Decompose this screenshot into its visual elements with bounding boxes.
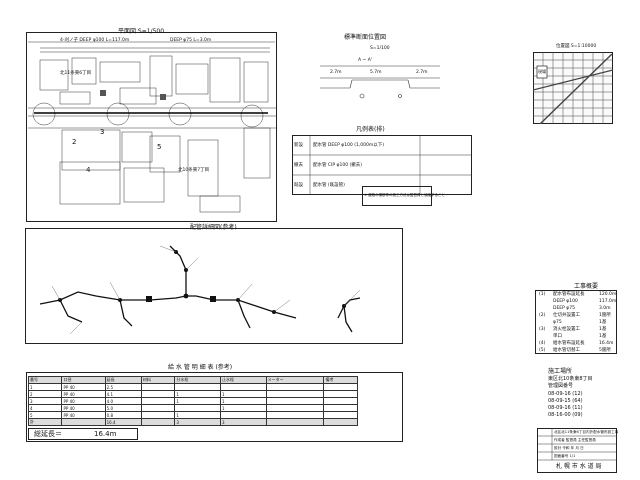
- legend-row-3-key: 既設: [294, 183, 303, 188]
- plan-dim-top: 4-刈ノ子 DEEP φ100 L=117.0m: [60, 38, 130, 43]
- summary-qty: 1基: [599, 334, 607, 339]
- cell: [140, 418, 176, 426]
- summary-item: φ75: [553, 320, 562, 325]
- legend-row-1-key: 新設: [294, 143, 303, 148]
- block-number-3: 3: [100, 128, 105, 136]
- summary-no: (4): [539, 341, 546, 346]
- summary-row: DEEP φ75 3.0m: [537, 306, 617, 312]
- section-dim-3: 2.7m: [416, 70, 428, 75]
- management-code-title: 管理図番号: [548, 383, 574, 389]
- section-dim-2: 5.7m: [370, 70, 382, 75]
- summary-no: (2): [539, 313, 546, 318]
- management-code-3: 08-09-16 (11): [548, 405, 583, 411]
- summary-item: DEEP φ75: [553, 306, 575, 311]
- summary-qty: 1基: [599, 327, 607, 332]
- summary-qty: 1基: [599, 320, 607, 325]
- title-block-row-1: 作成者 監督員 主任監督員: [554, 438, 596, 442]
- section-label: A ~ A': [358, 58, 373, 63]
- summary-row: (2) 仕切弁設置工 1箇所: [537, 313, 617, 319]
- summary-row: (5) 給水管切替工 5箇所: [537, 348, 617, 354]
- summary-qty: 120.0m: [599, 292, 617, 297]
- legend-table: [292, 135, 472, 195]
- plan-note-1: 北11条東6丁目: [60, 71, 92, 76]
- legend-title: 凡例表(排): [356, 126, 385, 133]
- summary-row: (4) 給水管布設延長 16.4m: [537, 341, 617, 347]
- summary-table: [535, 290, 617, 354]
- summary-row: 単口 1基: [537, 334, 617, 340]
- summary-qty: 16.4m: [599, 341, 614, 346]
- summary-row: (1) 配水管布設延長 120.0m: [537, 292, 617, 298]
- legend-note-box: [362, 186, 432, 206]
- cell: [323, 418, 358, 426]
- section-scale: S=1/100: [370, 46, 390, 51]
- work-location-title: 施工場所: [548, 368, 573, 375]
- summary-item: DEEP φ100: [553, 299, 578, 304]
- work-location-address: 東区北10条東8丁目: [548, 376, 593, 382]
- management-code-2: 08-09-15 (64): [548, 398, 583, 404]
- location-map-mark: 現場: [538, 69, 546, 74]
- summary-item: 給水管布設延長: [553, 341, 585, 346]
- plan-view-frame: [26, 32, 277, 222]
- cell: 計: [27, 418, 63, 426]
- title-block-row-3: 図面番号 1/1: [554, 454, 576, 458]
- total-length-box: [28, 428, 138, 440]
- summary-item: 給水管切替工: [553, 348, 580, 353]
- summary-qty: 1箇所: [599, 313, 611, 318]
- management-code-4: 08-16-00 (09): [548, 412, 583, 418]
- summary-no: (5): [539, 348, 546, 353]
- total-length-label: 総延長＝: [34, 430, 62, 438]
- summary-no: (1): [539, 292, 546, 297]
- legend-note: ※ 道路の横断等の施工方法は監督員と協議すること: [364, 193, 446, 197]
- title-block-row-2: 設計 令和 年 月 日: [554, 446, 584, 450]
- management-code-1: 08-09-16 (12): [548, 391, 583, 397]
- location-map-title: 位置図 S=1:10000: [556, 44, 597, 49]
- legend-row-1-value: 配水管 DEEP φ100 (1,000m以下): [313, 143, 384, 148]
- title-block: [537, 428, 617, 473]
- legend-row-2-key: 撤去: [294, 163, 303, 168]
- summary-item: 仕切弁設置工: [553, 313, 580, 318]
- section-title: 標準断面位置図: [344, 34, 387, 41]
- block-number-5: 5: [157, 143, 162, 151]
- section-dim-1: 2.7m: [330, 70, 342, 75]
- summary-item: 消火栓設置工: [553, 327, 580, 332]
- plan-title: 平面図 S=1/500: [118, 28, 165, 35]
- diagram-title: 配管詳細図(参考): [190, 224, 237, 231]
- summary-qty: 5箇所: [599, 348, 611, 353]
- summary-item: 配水管布設延長: [553, 292, 585, 297]
- legend-row-2-value: 配水管 CIP φ100 (撤去): [313, 163, 363, 168]
- service-table: [26, 372, 403, 442]
- summary-qty: 117.0m: [599, 299, 617, 304]
- plan-note-2: 北10条東7丁目: [178, 168, 210, 173]
- legend-row-3-value: 配水管 (既設管): [313, 183, 345, 188]
- summary-no: (3): [539, 327, 546, 332]
- summary-qty: 3.0m: [599, 306, 611, 311]
- summary-row: DEEP φ100 117.0m: [537, 299, 617, 305]
- block-number-2: 2: [72, 138, 77, 146]
- summary-item: 単口: [553, 334, 562, 339]
- cell: [265, 418, 325, 426]
- title-block-project: 北区北11条東6丁目内外配水管布設工事: [554, 430, 619, 434]
- plan-dim-top2: DEEP φ75 L=3.0m: [170, 38, 212, 43]
- summary-row: (3) 消火栓設置工 1基: [537, 327, 617, 333]
- summary-row: φ75 1基: [537, 320, 617, 326]
- diagram-frame: [25, 228, 403, 344]
- total-length-value: 16.4m: [94, 430, 117, 438]
- title-block-org: 札 幌 市 水 道 局: [556, 463, 602, 470]
- summary-title: 工事概要: [574, 283, 599, 290]
- service-table-title: 給 水 管 明 細 表 (参考): [168, 364, 233, 371]
